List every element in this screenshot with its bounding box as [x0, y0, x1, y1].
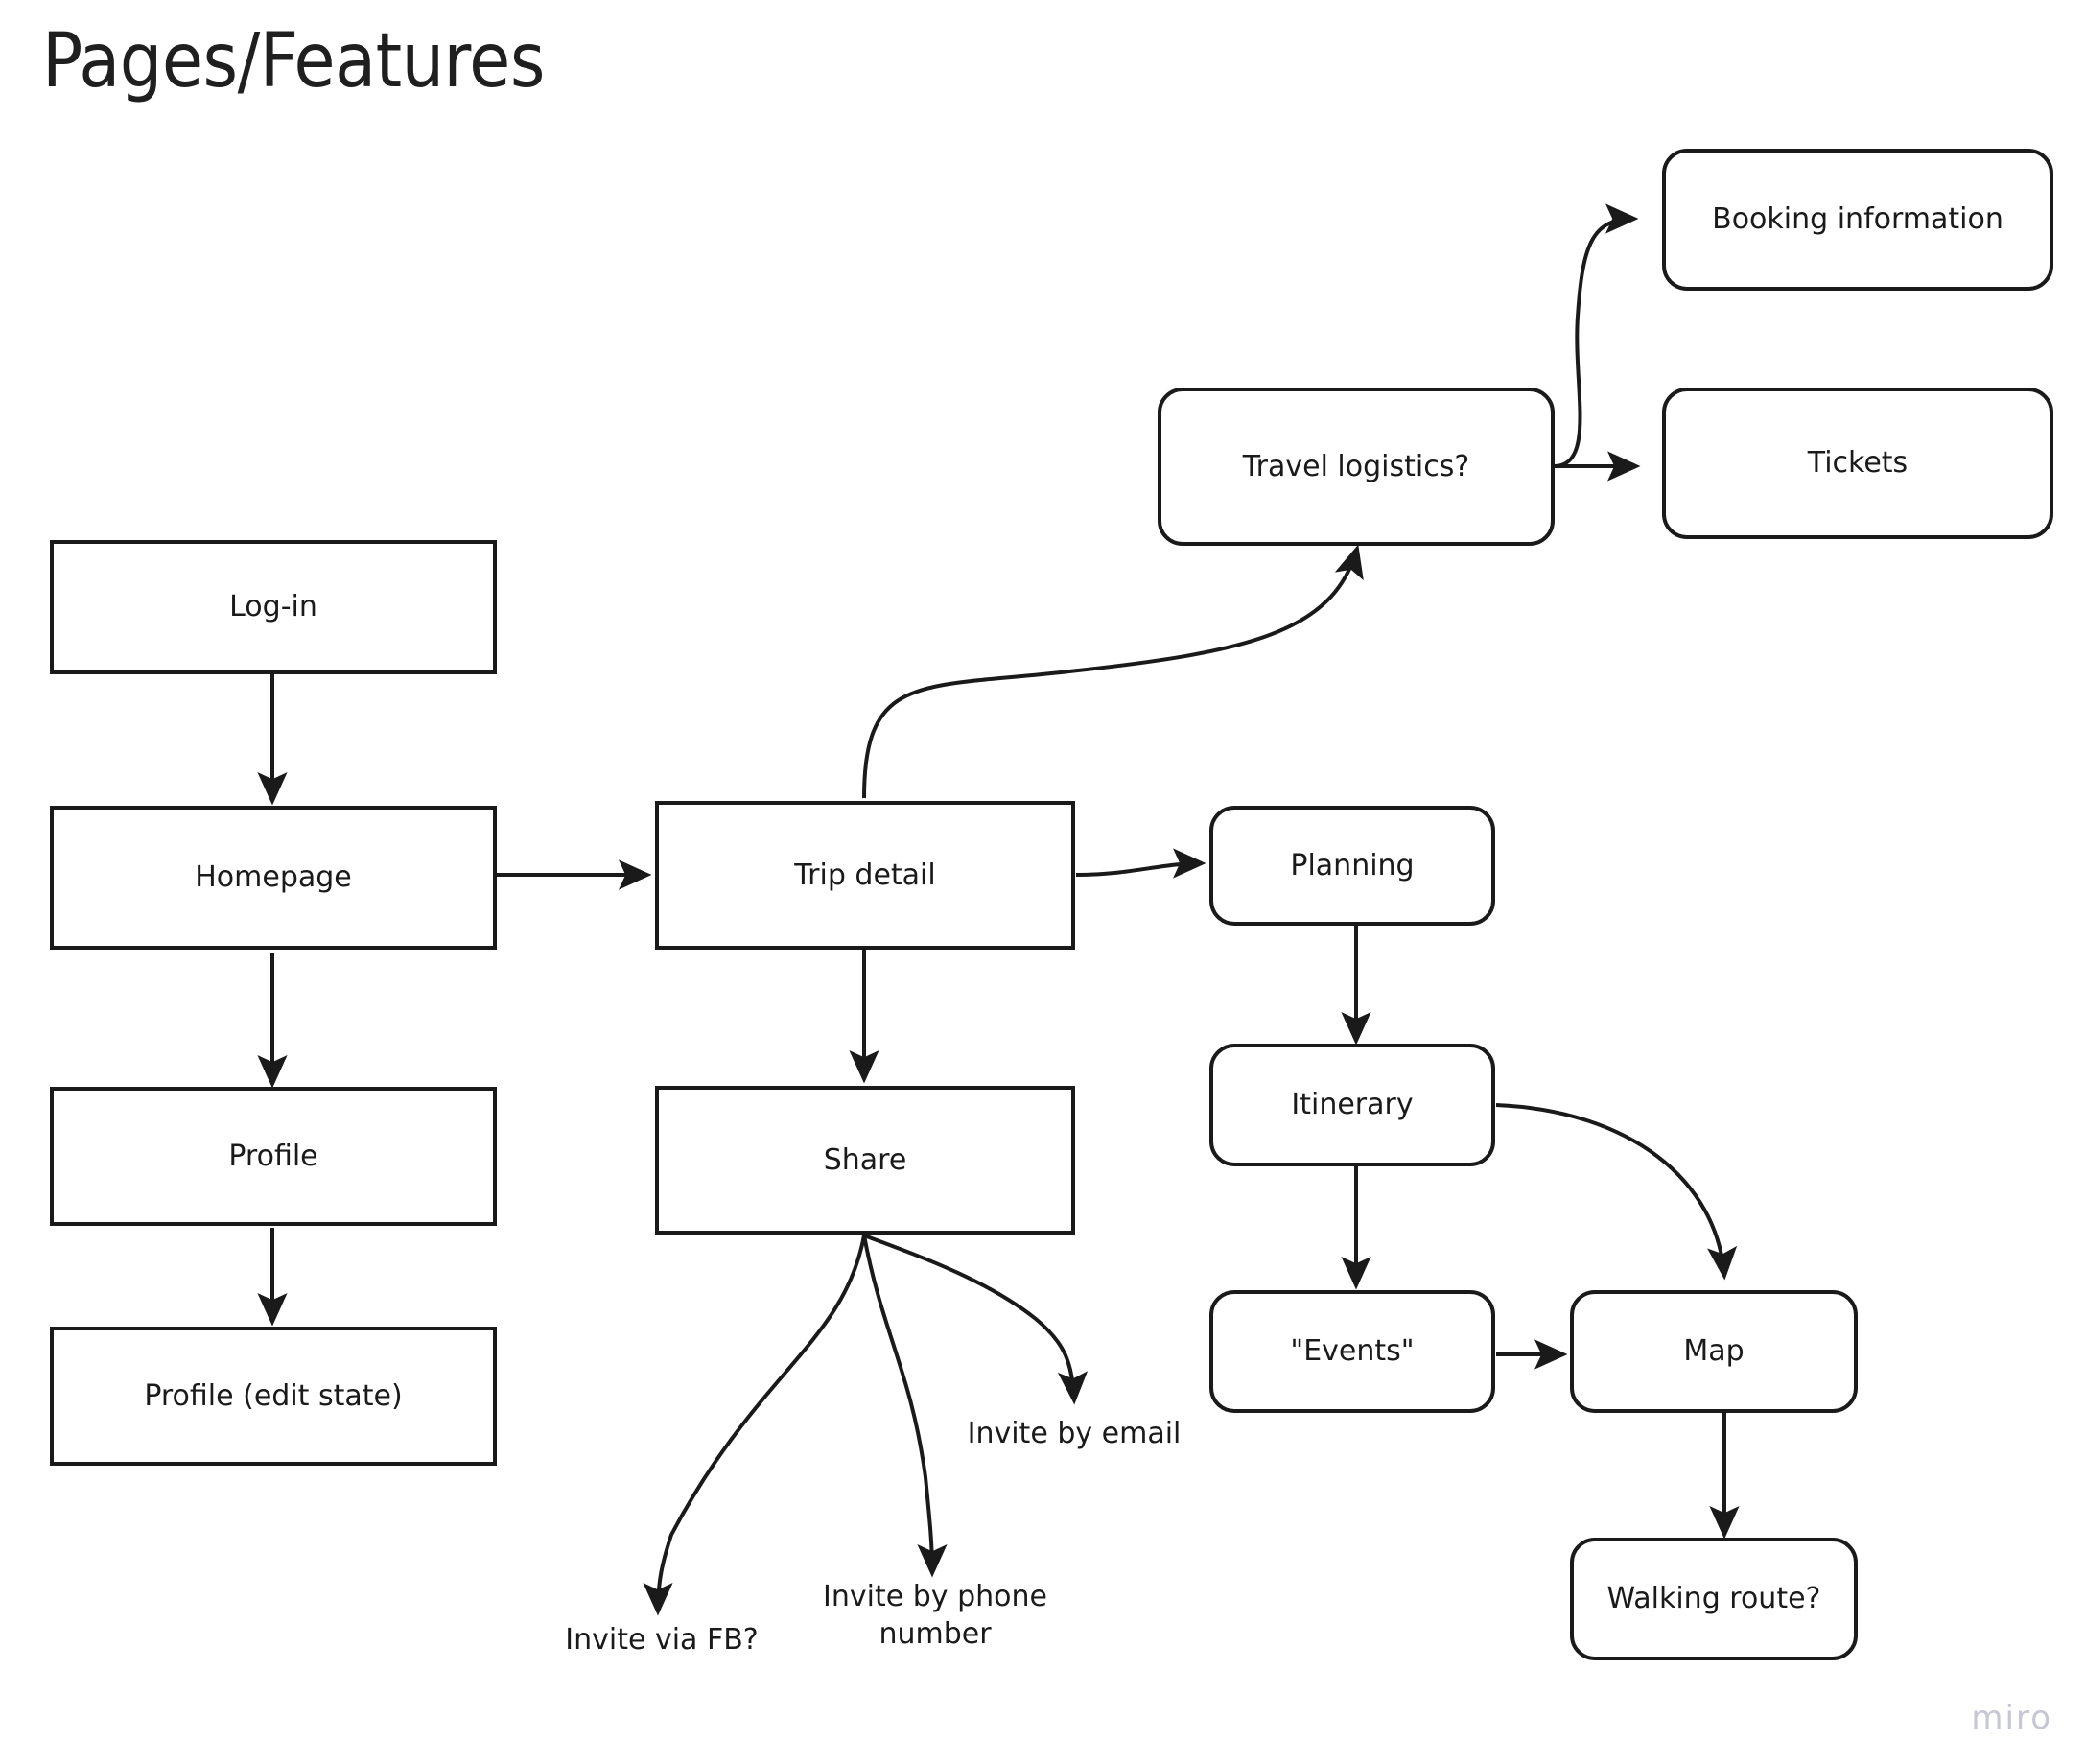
node-walking-route-label: Walking route?	[1606, 1582, 1821, 1616]
node-walking-route[interactable]: Walking route?	[1570, 1538, 1858, 1660]
node-profile-edit-state[interactable]: Profile (edit state)	[50, 1327, 497, 1466]
label-invite-by-email: Invite by email	[967, 1417, 1182, 1450]
node-planning-label: Planning	[1290, 848, 1415, 882]
node-homepage-label: Homepage	[195, 860, 352, 895]
node-tickets[interactable]: Tickets	[1662, 388, 2053, 539]
edge-tripdetail-travellogistics	[862, 544, 1364, 799]
label-invite-via-fb: Invite via FB?	[565, 1623, 759, 1657]
node-booking-information-label: Booking information	[1712, 202, 2003, 237]
node-profile[interactable]: Profile	[50, 1087, 497, 1226]
node-map[interactable]: Map	[1570, 1290, 1858, 1413]
edge-share-invitefb	[643, 1235, 866, 1616]
edge-share-inviteemail	[863, 1234, 1089, 1405]
node-tickets-label: Tickets	[1807, 446, 1909, 481]
node-travel-logistics[interactable]: Travel logistics?	[1158, 388, 1555, 546]
miro-watermark: miro	[1971, 1699, 2052, 1737]
node-planning[interactable]: Planning	[1209, 806, 1495, 926]
node-itinerary-label: Itinerary	[1291, 1088, 1414, 1122]
node-login-label: Log-in	[229, 590, 317, 624]
edge-tripdetail-planning	[1075, 848, 1206, 879]
node-profile-label: Profile	[228, 1139, 318, 1173]
node-booking-information[interactable]: Booking information	[1662, 149, 2053, 291]
page-title: Pages/Features	[42, 18, 545, 105]
edge-travellogistics-bookinginformation	[1553, 203, 1639, 468]
node-profile-edit-state-label: Profile (edit state)	[144, 1378, 403, 1413]
node-homepage[interactable]: Homepage	[50, 806, 497, 950]
edge-share-invitephone	[862, 1235, 948, 1578]
edge-itinerary-map	[1495, 1103, 1738, 1281]
node-map-label: Map	[1683, 1334, 1745, 1369]
node-travel-logistics-label: Travel logistics?	[1242, 449, 1470, 483]
node-itinerary[interactable]: Itinerary	[1209, 1044, 1495, 1166]
label-invite-by-phone-number: Invite by phone number	[823, 1580, 1047, 1651]
node-trip-detail[interactable]: Trip detail	[655, 801, 1075, 950]
node-events-label: "Events"	[1290, 1334, 1415, 1369]
node-trip-detail-label: Trip detail	[794, 858, 936, 892]
node-events[interactable]: "Events"	[1209, 1290, 1495, 1413]
node-share[interactable]: Share	[655, 1086, 1075, 1235]
node-login[interactable]: Log-in	[50, 540, 497, 674]
node-share-label: Share	[823, 1142, 907, 1177]
